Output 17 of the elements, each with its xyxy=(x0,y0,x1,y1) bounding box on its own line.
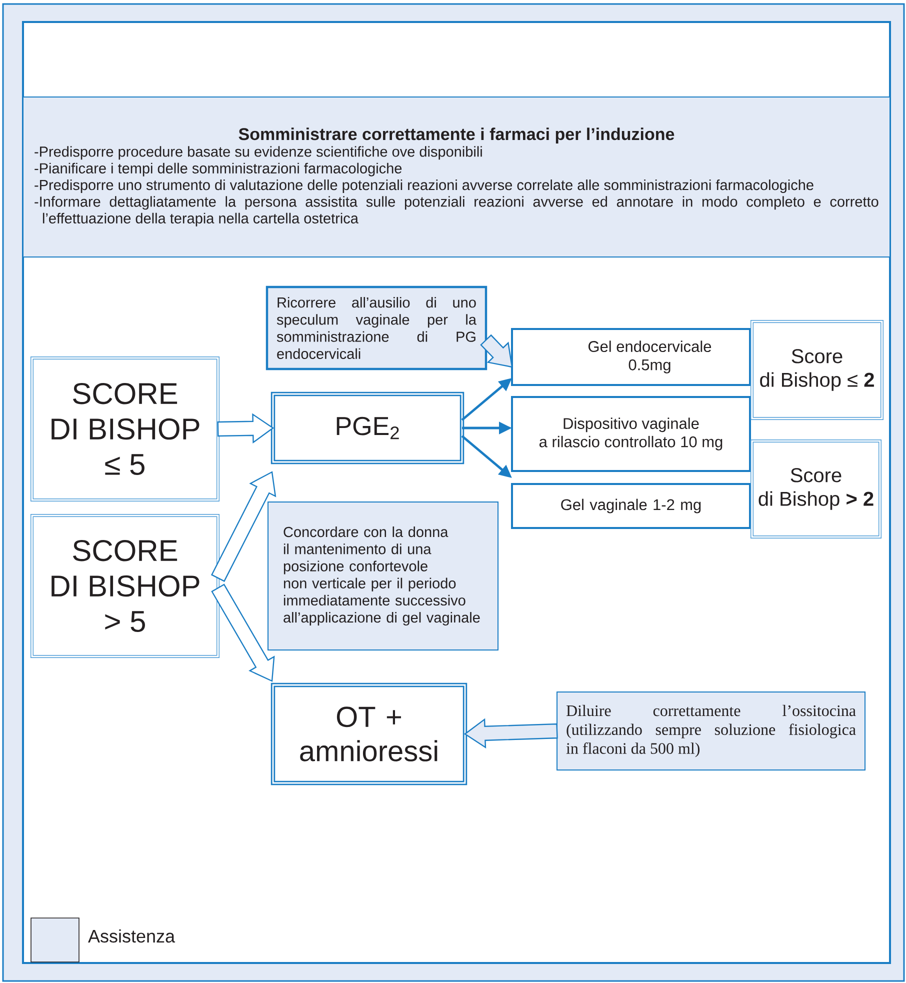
block-arrow xyxy=(464,718,558,748)
score-box: Score di Bishop > 2 xyxy=(750,440,882,538)
block-arrow xyxy=(217,413,274,444)
drug-option-box: Gel endocervicale 0.5mg xyxy=(511,328,751,386)
instruction-band: Somministrare correttamente i farmaci per l’induzione -Predisporre procedure basate su evidenze scientifiche ove disponibili -Pianificare i tempi delle somministrazioni farmacologiche -Predisporre uno strumento di valutazione delle potenziali reazioni avverse correlate alle somministrazioni farmacologiche -Informare dettagliatamente la persona assistita sulle potenziali reazioni avverse ed annotare in modo completo e corretto l’effettuazione della terapia nella cartella ostetrica xyxy=(22,96,890,258)
drug-box: OT + amnioressi xyxy=(270,682,468,786)
score-box: Score di Bishop ≤ 2 xyxy=(750,320,884,420)
drug-option-box: Dispositivo vaginale a rilascio controllato 10 mg xyxy=(511,396,751,472)
note-box: Concordare con la donna il mantenimento di una posizione confortevole non verticale per il periodo immediatamente successivo all’applicazione di gel vaginale xyxy=(268,502,498,650)
score-box: SCORE DI BISHOP ≤ 5 xyxy=(30,356,220,502)
score-box: SCORE DI BISHOP > 5 xyxy=(30,514,220,658)
drug-option-box: Gel vaginale 1-2 mg xyxy=(511,483,751,529)
note-box: Ricorrere all’ausilio di uno speculum vaginale per la somministrazione di PG endocervicali xyxy=(266,286,488,370)
drug-box: PGE$_{2}$ xyxy=(270,392,464,464)
legend-label: Assistenza xyxy=(88,929,176,943)
block-arrow xyxy=(211,584,275,682)
note-box: Diluire correttamente l’ossitocina (utilizzando sempre soluzione fisiologica in flaconi da 500 ml) xyxy=(556,692,866,770)
